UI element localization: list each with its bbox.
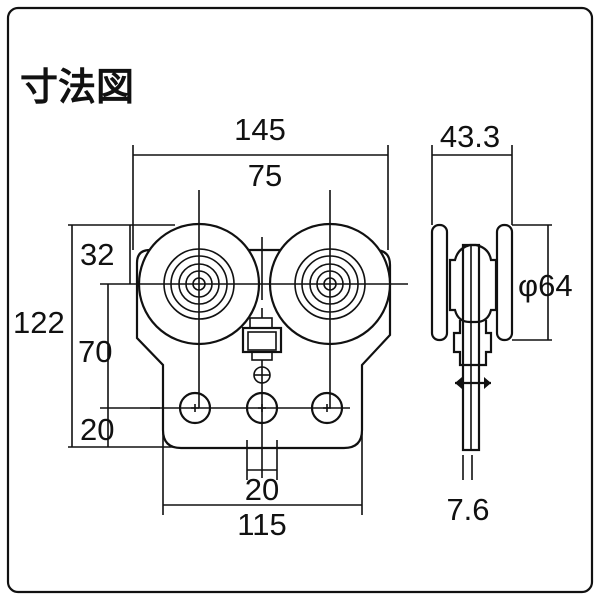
dim-top-to-axle: 32 <box>80 237 114 272</box>
drawing-title: 寸法図 <box>20 65 134 109</box>
dim-plate-width: 115 <box>237 507 286 542</box>
dim-holes-to-bottom: 20 <box>80 412 114 447</box>
dim-axle-to-holes: 70 <box>78 334 112 369</box>
side-view: 43.3 φ64 7.6 <box>430 119 573 527</box>
frame-border <box>6 6 594 594</box>
side-wheel-left <box>430 223 449 342</box>
dim-overall-width: 145 <box>234 112 286 147</box>
side-wheel-right <box>495 223 514 342</box>
front-view: 145 75 122 32 70 20 20 115 <box>13 112 408 542</box>
center-lines <box>100 190 408 478</box>
dim-plate-thickness: 7.6 <box>446 492 489 527</box>
dim-overall-height: 122 <box>13 305 65 340</box>
dimension-lines <box>68 145 389 515</box>
dim-wheel-diameter: φ64 <box>518 268 573 303</box>
mounting-plate <box>135 248 392 450</box>
side-bracket <box>452 320 493 367</box>
dim-center-slot: 20 <box>245 472 279 507</box>
side-dimension-lines <box>431 145 552 480</box>
dim-wheel-spacing: 75 <box>248 158 282 193</box>
side-hub <box>448 243 498 324</box>
dim-depth: 43.3 <box>440 119 500 154</box>
